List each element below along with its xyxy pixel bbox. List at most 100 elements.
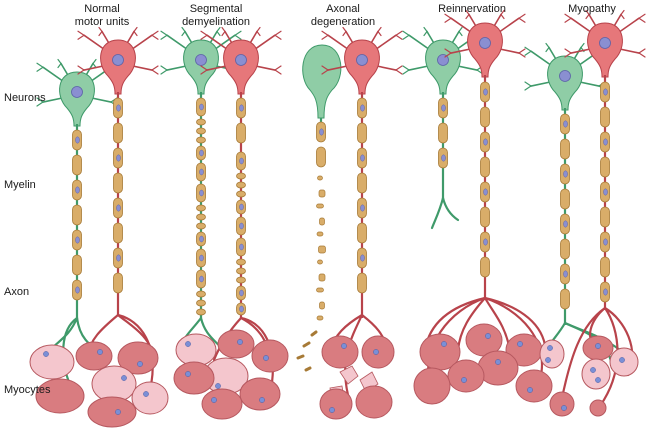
normal-red-neuron-dendrite-branch (77, 34, 85, 40)
degeneration-myocyte-red (319, 388, 353, 420)
reinnervation-myocyte-red-nucleus (527, 387, 533, 393)
column-title-segmental-demyelination: Segmental demyelination (182, 3, 250, 28)
myopathy-myocyte-red (589, 399, 607, 417)
demyelination-red-myelin-segment (236, 190, 246, 198)
normal-green-neuron-nucleus (71, 86, 83, 98)
degeneration-green-myelin-segment (316, 146, 326, 168)
degeneration-red-neuron-dendrite-branch (395, 30, 403, 36)
demyelination-red-neuron-dendrite-branch (274, 34, 282, 40)
column-demyelination (160, 26, 289, 420)
myopathy-red-neuron-dendrite-branch (564, 17, 572, 23)
demyelination-myocyte-red (239, 377, 281, 411)
demyelination-green-neuron-dendrite-branch (234, 34, 242, 40)
demyelination-green-neuron-dendrite-branch (160, 65, 168, 71)
demyelination-red-schwann-nucleus (239, 243, 244, 251)
demyelination-red-neuron-dendrite-branch (221, 30, 226, 37)
reinnervation-green-neuron-dendrite-branch (458, 26, 463, 33)
reinnervation-green-neuron-dendrite-branch (402, 30, 410, 36)
reinnervation-green-neuron-dendrite-branch (402, 34, 410, 40)
reinnervation-green-neuron-dendrite-branch (402, 69, 410, 75)
myopathy-green-myelin-segment (560, 238, 570, 260)
degeneration-red-myelin-segment (357, 222, 367, 244)
reinnervation-red-myelin-segment (480, 106, 490, 128)
normal-green-neuron-dendrite-branch (57, 62, 62, 69)
demyelination-green-schwann-nucleus (199, 275, 204, 283)
normal-green-schwann-nucleus (75, 136, 80, 144)
normal-red-schwann-nucleus (116, 254, 121, 262)
demyelination-green-schwann-nucleus (199, 149, 204, 157)
normal-myocyte-red (87, 396, 137, 428)
normal-myocyte-red (75, 341, 113, 371)
myopathy-red-terminal-branch (560, 306, 607, 400)
myopathy-myocyte-pink-nucleus (590, 367, 596, 373)
normal-red-schwann-nucleus (116, 154, 121, 162)
demyelination-red-myelin-segment (236, 258, 246, 266)
demyelination-red-neuron-dendrite-branch (200, 69, 208, 75)
degeneration-red-neuron-dendrite-branch (321, 30, 329, 36)
myopathy-myocyte-red-nucleus (561, 405, 567, 411)
myopathy-red-myelin-segment (600, 156, 610, 178)
column-title-normal: Normal motor units (74, 3, 130, 28)
row-label-myocytes: Myocytes (4, 384, 51, 396)
reinnervation-red-neuron-dendrite-branch (444, 52, 452, 58)
myopathy-green-myelin-segment (560, 188, 570, 210)
demyelination-myocyte-pink-nucleus (215, 383, 221, 389)
normal-myocyte-red-nucleus (115, 409, 121, 415)
reinnervation-myocyte-red (413, 367, 451, 405)
normal-green-myelin-segment (72, 154, 82, 176)
demyelination-myocyte-pink-nucleus (185, 341, 191, 347)
normal-red-neuron-dendrite-branch (98, 26, 103, 33)
reinnervation-green-myelin-segment (438, 122, 448, 144)
demyelination-red-neuron-dendrite-branch (256, 26, 261, 33)
demyelination-green-neuron-nucleus (195, 54, 207, 66)
degeneration-green-myelin-debris (316, 287, 324, 293)
degeneration-green-myelin-debris (318, 245, 326, 254)
reinnervation-green-schwann-nucleus (441, 104, 446, 112)
reinnervation-myocyte-red-nucleus (517, 341, 523, 347)
demyelination-green-myelin-segment (196, 222, 206, 230)
demyelination-myocyte-red-nucleus (259, 397, 265, 403)
reinnervation-green-schwann-nucleus (441, 154, 446, 162)
demyelination-red-schwann-nucleus (239, 203, 244, 211)
normal-red-neuron-dendrite-branch (133, 26, 138, 33)
row-label-myelin: Myelin (4, 179, 36, 191)
degeneration-red-neuron-dendrite-branch (377, 26, 382, 33)
normal-green-neuron-dendrite-branch (92, 58, 97, 65)
reinnervation-green-sprout-terminal-branch (430, 196, 445, 230)
myopathy-red-schwann-nucleus (603, 188, 608, 196)
normal-green-schwann-nucleus (75, 186, 80, 194)
myopathy-myocyte-red (549, 391, 575, 417)
demyelination-red-schwann-nucleus (239, 104, 244, 112)
normal-red-neuron-dendrite-branch (133, 30, 138, 37)
degeneration-green-myelin-debris (318, 189, 326, 198)
degeneration-myocyte-red (321, 335, 359, 369)
column-title-reinnervation: Reinnervation (438, 3, 506, 15)
normal-myocyte-red-nucleus (137, 361, 143, 367)
degeneration-green-myelin-debris (319, 217, 325, 226)
myopathy-red-neuron-dendrite-branch (564, 52, 572, 58)
demyelination-red-neuron-dendrite-branch (274, 69, 282, 75)
degeneration-red-neuron-dendrite-branch (321, 34, 329, 40)
demyelination-red-terminal-branch (239, 316, 274, 397)
demyelination-green-neuron-dendrite-branch (160, 30, 168, 36)
normal-green-neuron-dendrite-branch (57, 58, 62, 65)
degeneration-red-myelin-segment (357, 122, 367, 144)
normal-myocyte-red (117, 341, 159, 375)
reinnervation-green-neuron-dendrite-branch (423, 30, 428, 37)
reinnervation-red-schwann-nucleus (483, 88, 488, 96)
demyelination-green-neuron-soma (183, 39, 219, 95)
normal-green-myelin-segment (72, 254, 82, 276)
demyelination-green-neuron-dendrite-branch (181, 26, 186, 33)
demyelination-red-neuron-dendrite-branch (200, 30, 208, 36)
demyelination-myocyte-red-nucleus (211, 397, 217, 403)
degeneration-green-myelin-debris (318, 273, 326, 282)
myopathy-red-myelin-segment (600, 256, 610, 278)
myopathy-myocyte-pink (539, 339, 565, 369)
reinnervation-red-neuron-dendrite-branch (444, 48, 452, 54)
reinnervation-red-myelin-segment (480, 156, 490, 178)
degeneration-green-myelin-debris (317, 175, 323, 181)
myopathy-green-neuron-dendrite-branch (524, 85, 532, 91)
myopathy-myocyte-pink-nucleus (545, 357, 551, 363)
demyelination-green-neuron-dendrite-branch (160, 69, 168, 75)
